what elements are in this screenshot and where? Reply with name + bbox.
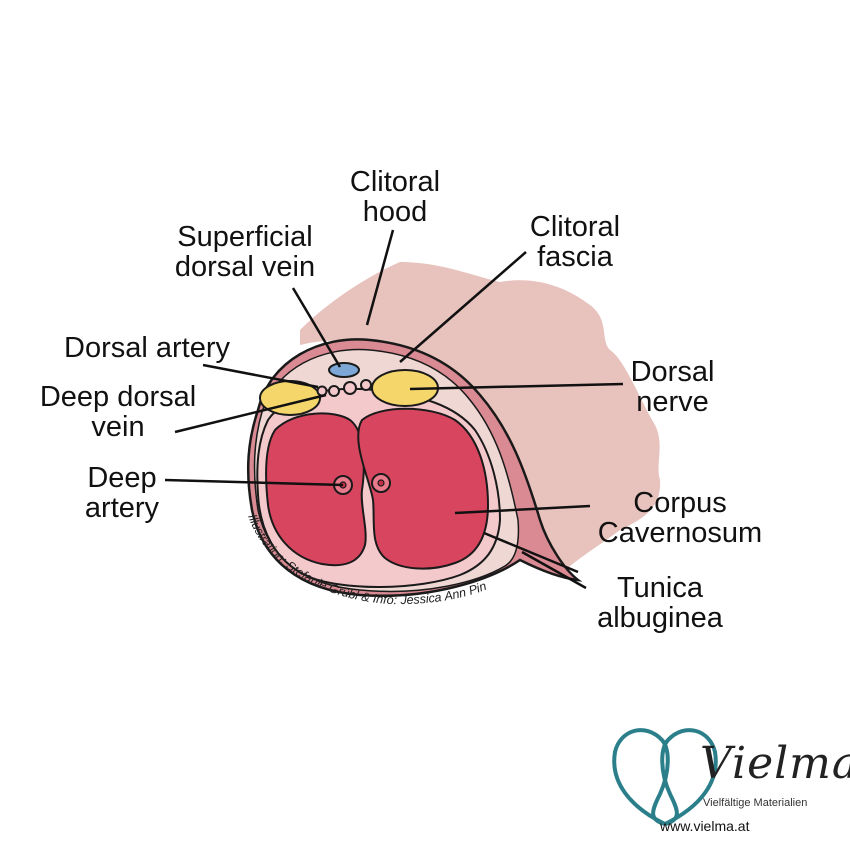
leader-clitoral-fascia (399, 251, 527, 363)
superficial-dorsal-vein-shape (328, 362, 360, 378)
vielma-logo-icon (612, 728, 718, 826)
label-corpus-cavernosum: Corpus Cavernosum (597, 487, 763, 549)
leader-clitoral-hood (365, 229, 395, 326)
label-dorsal-nerve: Dorsal nerve (630, 356, 715, 418)
label-superficial-dorsal-vein: Superficial dorsal vein (174, 221, 316, 283)
label-deep-artery: Deep artery (84, 462, 160, 524)
brand-tagline: Vielfältige Materialien (703, 797, 808, 809)
brand-name: Vielma (700, 738, 850, 789)
label-dorsal-artery: Dorsal artery (64, 332, 230, 364)
deep-dorsal-vein-shape (328, 385, 340, 397)
leader-tunica-albuginea (483, 531, 579, 574)
leader-tunica-albuginea (521, 550, 587, 590)
label-clitoral-fascia: Clitoral fascia (529, 211, 621, 273)
label-tunica-albuginea: Tunica albuginea (597, 572, 723, 634)
leader-deep-artery (164, 478, 344, 487)
vessel-shape (360, 379, 372, 391)
label-clitoral-hood: Clitoral hood (349, 166, 441, 228)
brand-url: www.vielma.at (660, 818, 750, 834)
corpus-cavernosum-left (265, 412, 367, 567)
leader-deep-dorsal-vein (174, 393, 327, 434)
leader-dorsal-nerve (409, 382, 624, 391)
vessel-shape (343, 381, 357, 395)
leader-dorsal-artery (202, 363, 319, 389)
leader-corpus-cavernosum (454, 504, 591, 515)
deep-artery-right-lumen (377, 479, 385, 487)
corpus-cavernosum-right (357, 407, 490, 570)
label-deep-dorsal-vein: Deep dorsal vein (39, 381, 197, 443)
leader-superficial-dorsal-vein (291, 287, 342, 368)
